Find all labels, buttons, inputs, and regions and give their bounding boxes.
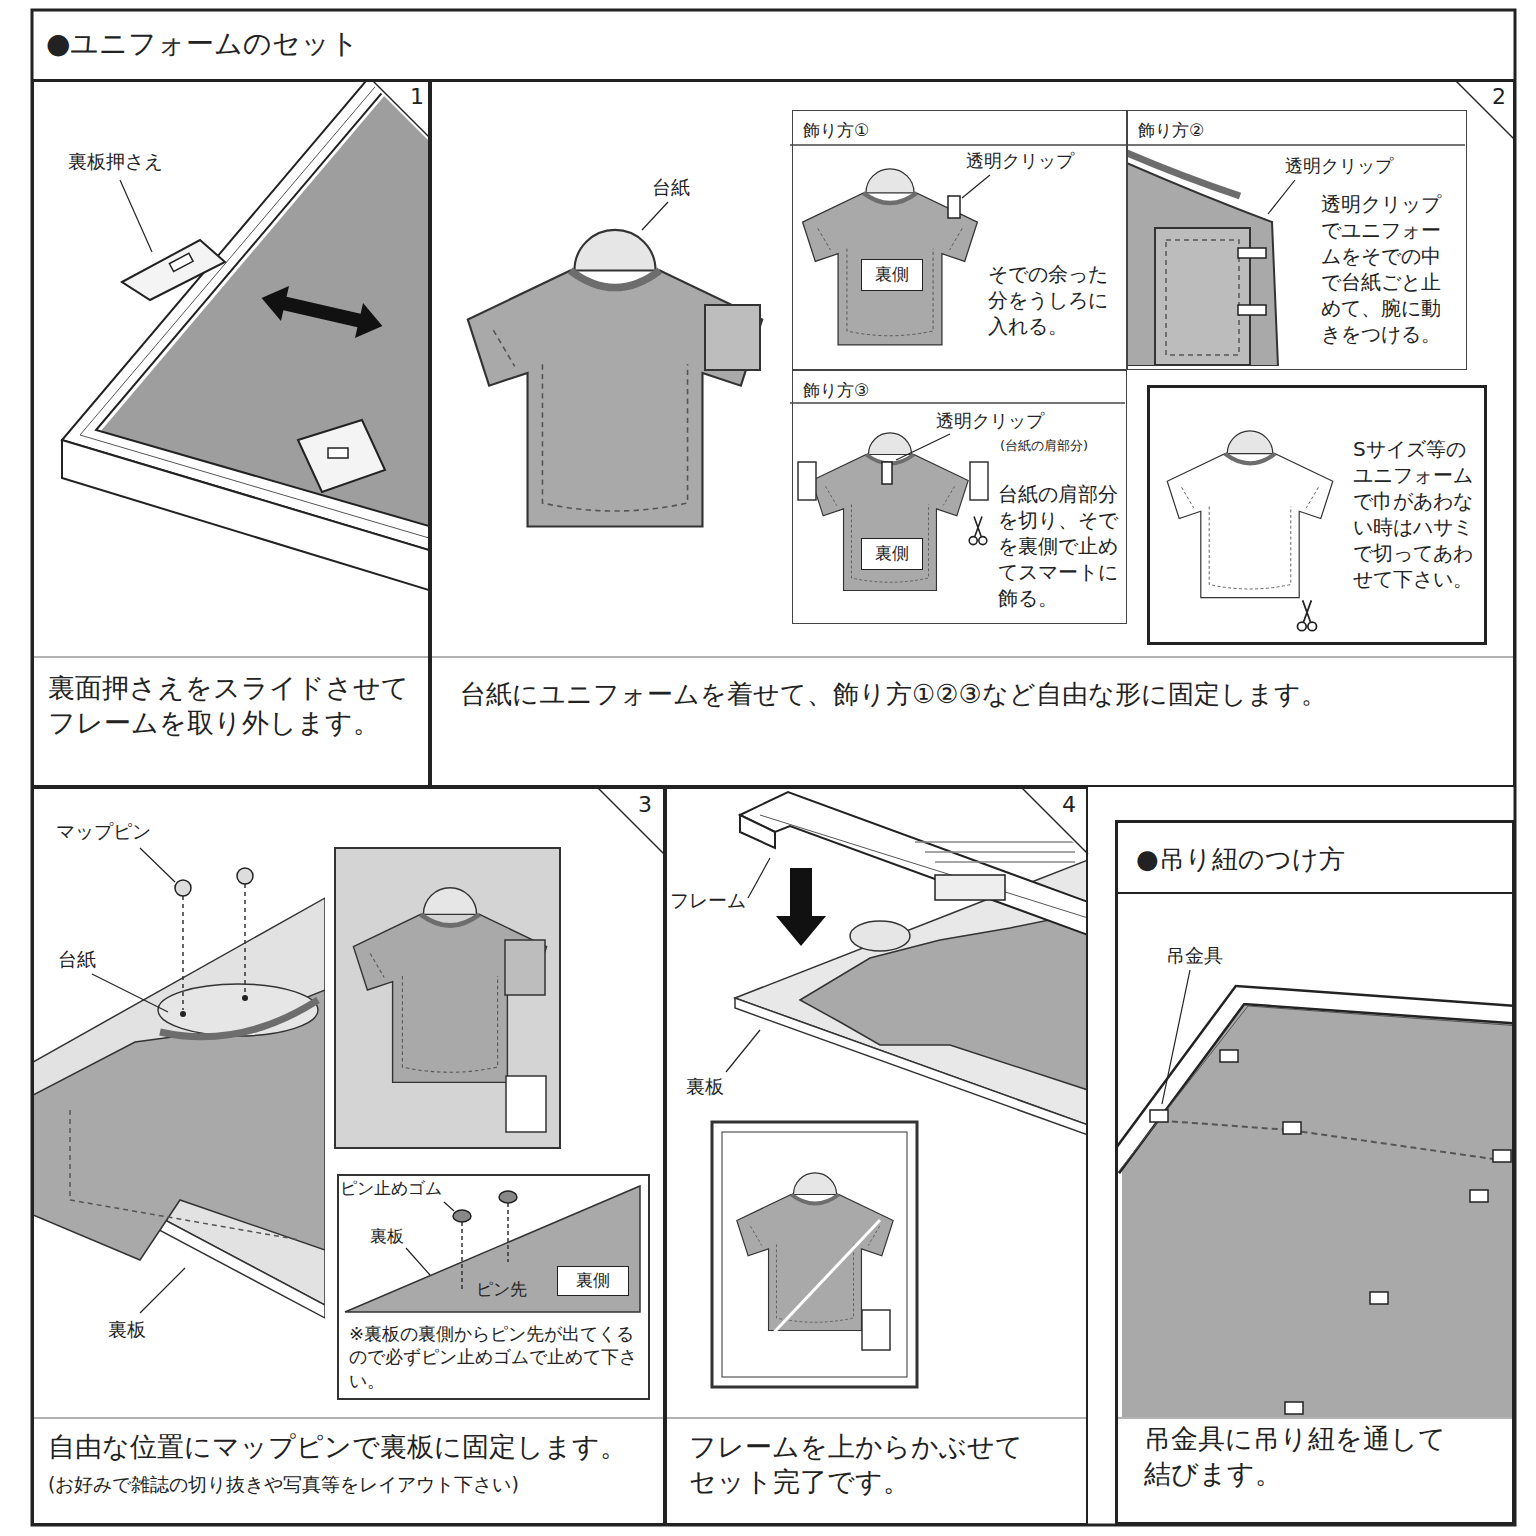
part-label: 裏板 (686, 1075, 724, 1098)
part-label: 吊金具 (1166, 944, 1223, 967)
part-label: 透明クリップ (936, 410, 1044, 432)
box-text: 台紙にユニフォームを着せて、飾り方①②③など自由な形に固定します。 (460, 678, 1500, 712)
box-text: 吊金具に吊り紐を通して結びます。 (1144, 1421, 1459, 1491)
part-label: マップピン (56, 820, 151, 843)
part-label: 裏板 (108, 1318, 146, 1341)
back-side-tag: 裏側 (861, 538, 923, 570)
step-panel: 台紙にユニフォームを着せて、飾り方①②③など自由な形に固定します。 飾り方① そでの… (430, 80, 1515, 787)
callout-number: 1 (410, 84, 424, 110)
part-label: 台紙 (58, 948, 96, 971)
box-text: 裏面押さえをスライドさせてフレームを取り外します。 (48, 670, 420, 740)
box-heading: 飾り方② (1138, 119, 1338, 141)
box-heading: 飾り方① (803, 119, 1003, 141)
step-panel: 裏面押さえをスライドさせてフレームを取り外します。 (32, 80, 430, 787)
box-text: そでの余った分をうしろに入れる。 (988, 261, 1122, 339)
box-text: ※裏板の裏側からピン先が出てくるので必ずピン止めゴムで止めて下さい。 (349, 1322, 644, 1392)
part-label: 透明クリップ (966, 150, 1074, 172)
part-label: 透明クリップ (1285, 155, 1393, 177)
display-style-box: 飾り方③ 台紙の肩部分を切り、そでを裏側で止めてスマートに飾る。 裏側 (792, 370, 1127, 624)
display-style-box: 飾り方② 透明クリップでユニフォームをそでの中で台紙ごと止めて、腕に動きをつける。 (1127, 110, 1467, 370)
back-side-tag: 裏側 (861, 259, 923, 291)
box-heading: ●吊り紐のつけ方 (1136, 843, 1496, 877)
part-label: 裏板押さえ (68, 150, 163, 173)
step-panel: 自由な位置にマップピンで裏板に固定します。 (お好みで雑誌の切り抜きや写真等をレイ… (32, 787, 665, 1525)
box-text: フレームを上からかぶせてセット完了です。 (689, 1429, 1024, 1499)
display-style-box: 飾り方① そでの余った分をうしろに入れる。 裏側 (792, 110, 1127, 370)
part-label: 裏板 (370, 1226, 404, 1246)
section-heading: ●ユニフォームのセット (46, 26, 359, 62)
note-box: Sサイズ等のユニフォームで巾があわない時はハサミで切ってあわせて下さい。 (1147, 385, 1487, 645)
box-heading: 飾り方③ (803, 379, 1003, 401)
part-label: (台紙の肩部分) (1000, 438, 1088, 454)
box-heading: 自由な位置にマップピンで裏板に固定します。 (48, 1429, 658, 1464)
box-text: Sサイズ等のユニフォームで巾があわない時はハサミで切ってあわせて下さい。 (1353, 436, 1485, 592)
hanging-panel: ●吊り紐のつけ方吊金具に吊り紐を通して結びます。 (1115, 820, 1515, 1525)
back-side-tag: 裏側 (557, 1266, 629, 1296)
box-text: 透明クリップでユニフォームをそでの中で台紙ごと止めて、腕に動きをつける。 (1321, 191, 1449, 347)
box-text: 裏側 (862, 539, 921, 568)
part-label: ピン止めゴム (340, 1178, 442, 1198)
callout-number: 2 (1492, 84, 1506, 110)
part-label: ピン先 (476, 1279, 527, 1299)
part-label: フレーム (670, 889, 746, 912)
callout-number: 3 (638, 792, 652, 818)
box-text: 裏側 (558, 1267, 627, 1294)
part-label: 台紙 (652, 176, 690, 199)
callout-number: 4 (1062, 792, 1076, 818)
box-text: 裏側 (862, 260, 921, 289)
box-text: (お好みで雑誌の切り抜きや写真等をレイアウト下さい) (48, 1472, 660, 1497)
box-text: 台紙の肩部分を切り、そでを裏側で止めてスマートに飾る。 (998, 481, 1124, 611)
